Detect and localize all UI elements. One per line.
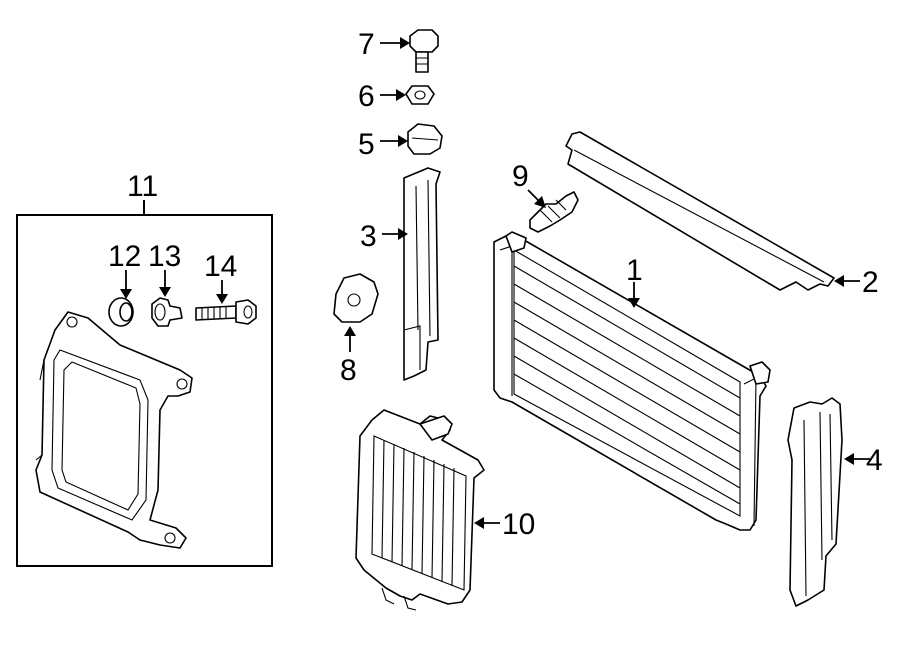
callout-4: 4: [866, 444, 883, 477]
screw-part-7: 7: [358, 28, 439, 73]
callout-12: 12: [108, 240, 141, 273]
bolt-part-14: 14: [195, 250, 257, 325]
callout-3: 3: [360, 220, 377, 253]
aux-radiator-part-10: 10: [355, 409, 535, 611]
callout-7: 7: [358, 28, 375, 61]
bushing-part-13: 13: [148, 240, 183, 327]
callout-9: 9: [512, 160, 529, 193]
seal-strip-part-2: 2: [565, 131, 879, 299]
callout-8: 8: [340, 354, 357, 387]
air-duct-part-3: 3: [360, 167, 441, 381]
callout-2: 2: [862, 266, 879, 299]
clip-part-5: 5: [358, 123, 443, 161]
callout-14: 14: [204, 250, 237, 283]
callout-5: 5: [358, 128, 375, 161]
bracket-part-8: 8: [333, 273, 379, 387]
callout-11: 11: [127, 170, 158, 203]
grommet-part-12: 12: [108, 240, 141, 327]
callout-1: 1: [626, 254, 643, 287]
kit-group-11: 11 12 13: [16, 170, 273, 567]
radiator-part-1: 1: [493, 231, 771, 531]
auxiliary-cooler-frame: [35, 311, 193, 549]
nut-part-6: 6: [358, 80, 435, 113]
callout-6: 6: [358, 80, 375, 113]
side-duct-part-4: 4: [787, 397, 883, 607]
fitting-part-9: 9: [512, 160, 579, 233]
callout-10: 10: [502, 508, 535, 541]
callout-13: 13: [148, 240, 181, 273]
